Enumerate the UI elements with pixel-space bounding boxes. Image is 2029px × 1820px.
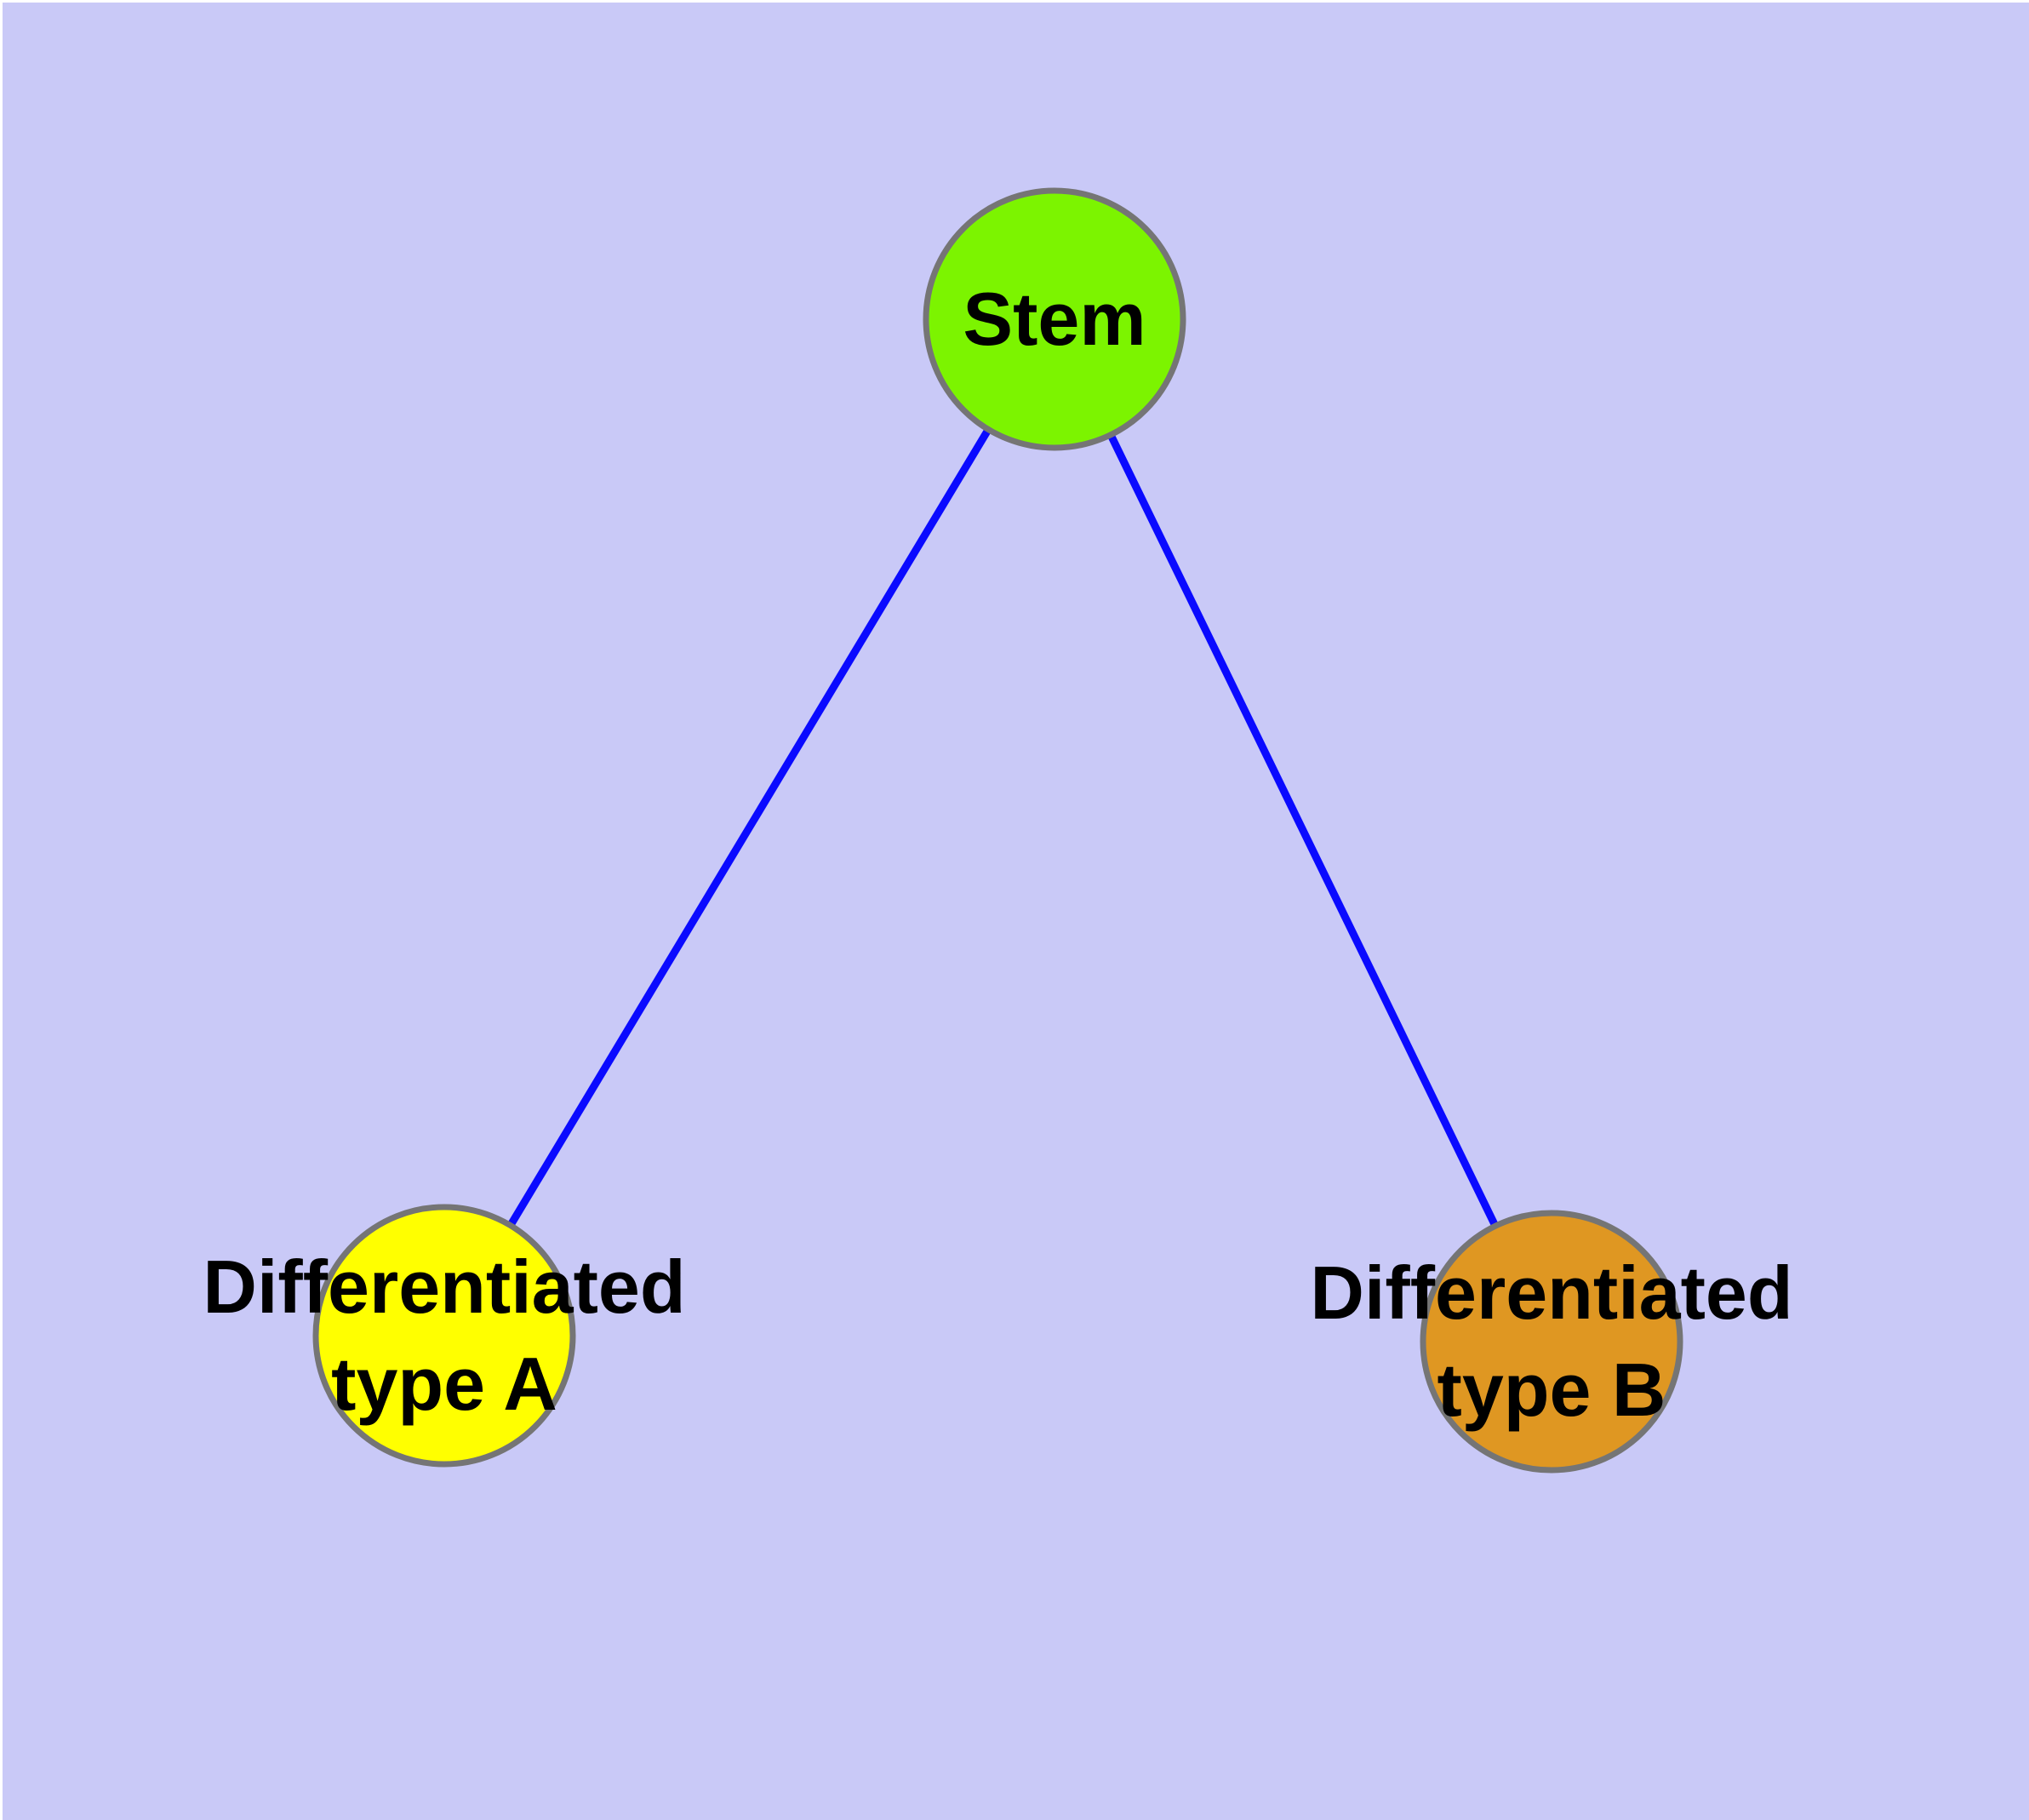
- node-type-b-label-line2: type B: [1437, 1348, 1666, 1432]
- node-type-b-circle: [1420, 1210, 1683, 1474]
- edge-stem-to-type-b: [1050, 318, 1556, 1343]
- node-stem-label: Stem: [963, 271, 1146, 368]
- graph-svg: [312, 187, 1683, 1474]
- node-type-a-label-line1: Differentiated: [203, 1245, 686, 1329]
- node-type-b-label: Differentiated type B: [1310, 1245, 1792, 1439]
- node-stem-label-line1: Stem: [963, 277, 1146, 361]
- node-type-b-label-line1: Differentiated: [1310, 1251, 1793, 1335]
- node-type-a-label: Differentiated type A: [203, 1239, 685, 1433]
- edge-stem-to-type-a: [441, 317, 1058, 1338]
- node-stem-circle: [923, 187, 1186, 451]
- node-type-a-circle: [312, 1204, 576, 1468]
- node-type-a-label-line2: type A: [331, 1342, 557, 1426]
